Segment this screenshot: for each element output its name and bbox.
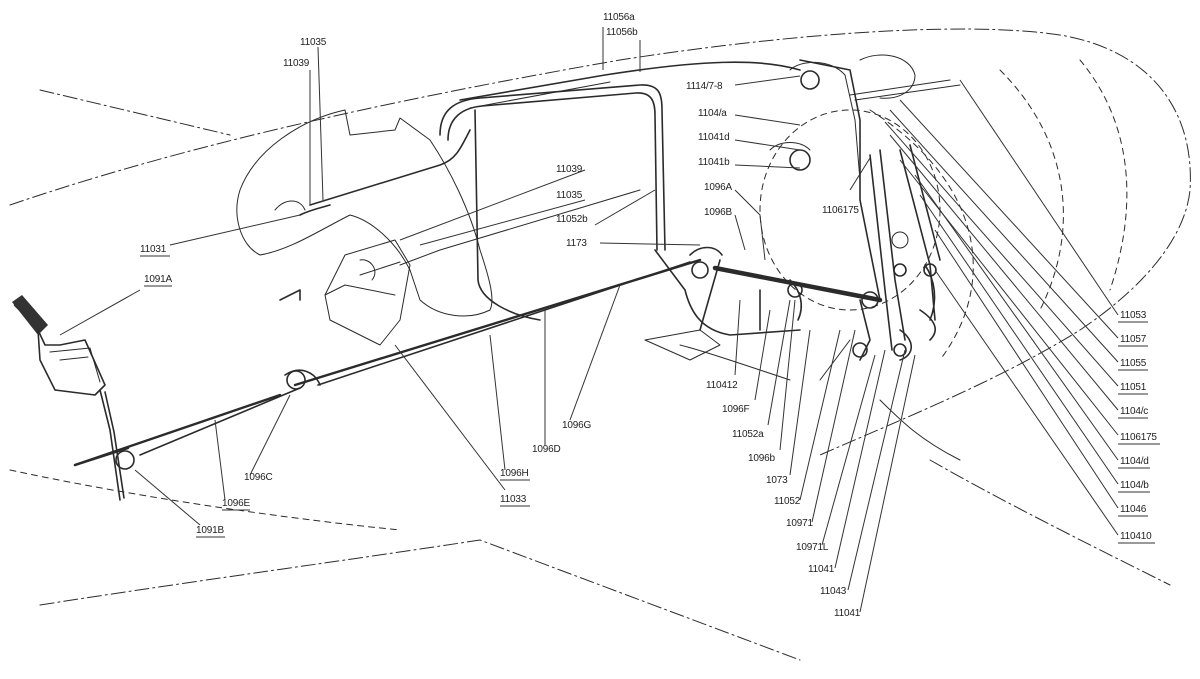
label-1106175-mid: 1106175 <box>822 205 859 216</box>
label-1173: 1173 <box>566 238 587 249</box>
label-11052: 11052 <box>774 496 801 507</box>
label-11055: 11055 <box>1120 358 1147 369</box>
part-labels: 11056a 11056b 11035 11039 1114/7-8 1104/… <box>140 12 1158 619</box>
label-1096B: 1096B <box>704 207 732 218</box>
label-11046: 11046 <box>1120 504 1147 515</box>
label-1096C: 1096C <box>244 472 272 483</box>
label-11033: 11033 <box>500 494 527 505</box>
label-11035-top: 11035 <box>300 37 327 48</box>
label-1104b: 1104/b <box>1120 480 1149 491</box>
throttle-unit <box>12 200 321 501</box>
label-1096D: 1096D <box>532 444 560 455</box>
leader-lines <box>59 27 1119 613</box>
cockpit-seat-outline <box>236 109 493 346</box>
label-11039-mid: 11039 <box>556 164 583 175</box>
label-11053: 11053 <box>1120 310 1147 321</box>
label-11057: 11057 <box>1120 334 1147 345</box>
label-11041b: 11041b <box>698 157 730 168</box>
label-1106175-right: 1106175 <box>1120 432 1157 443</box>
label-1096G: 1096G <box>562 420 591 431</box>
label-1096A: 1096A <box>704 182 732 193</box>
label-1073: 1073 <box>766 475 788 486</box>
label-underlines <box>140 255 1160 544</box>
label-11041: 11041 <box>808 564 835 575</box>
label-1104c: 1104/c <box>1120 406 1148 417</box>
label-1091B: 1091B <box>196 525 224 536</box>
fuselage-outline <box>9 28 1191 661</box>
label-11052b: 11052b <box>556 214 588 225</box>
label-11039-top: 11039 <box>283 58 310 69</box>
label-11051: 11051 <box>1120 382 1147 393</box>
label-11031: 11031 <box>140 244 167 255</box>
label-1096b: 1096b <box>748 453 775 464</box>
label-11041d: 11041d <box>698 132 729 143</box>
label-11056a: 11056a <box>603 12 635 23</box>
label-11052a: 11052a <box>732 429 764 440</box>
label-11041-bottom: 11041 <box>834 608 861 619</box>
label-110410: 110410 <box>1120 531 1152 542</box>
label-1096F: 1096F <box>722 404 749 415</box>
label-10971: 10971 <box>786 518 813 529</box>
label-1096E: 1096E <box>222 498 250 509</box>
label-110412: 110412 <box>706 380 738 391</box>
label-1114-7-8: 1114/7-8 <box>686 81 723 92</box>
control-cables <box>73 59 961 467</box>
label-11035-mid: 11035 <box>556 190 583 201</box>
label-1104d: 1104/d <box>1120 456 1149 467</box>
label-11056b: 11056b <box>606 27 638 38</box>
label-1096H: 1096H <box>500 468 528 479</box>
label-1104a: 1104/a <box>698 108 727 119</box>
label-11043: 11043 <box>820 586 847 597</box>
label-1091A: 1091A <box>144 274 172 285</box>
label-10971L: 10971L <box>796 542 829 553</box>
